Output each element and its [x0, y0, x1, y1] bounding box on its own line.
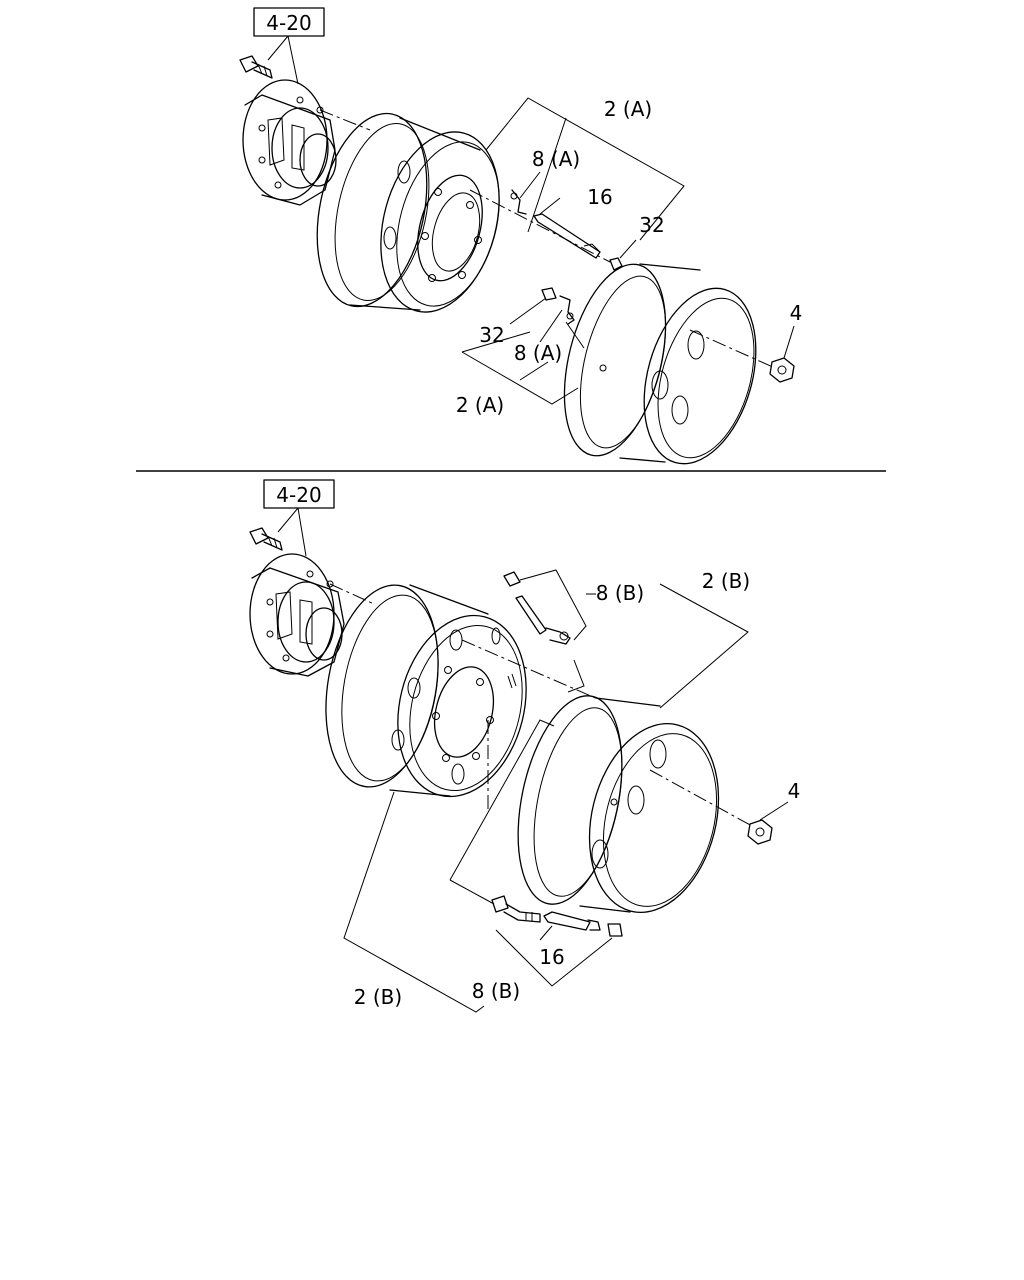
callout-valve-stem-a-right[interactable]: 8 (A) [532, 147, 580, 171]
extension-hose-bottom [543, 911, 601, 931]
callout-valve-stem-b-bottom[interactable]: 8 (B) [472, 979, 520, 1003]
callout-rim-assembly-b-top[interactable]: 2 (B) [702, 569, 750, 593]
ref-box-top-label: 4-20 [266, 11, 311, 35]
wheel-hub-top [242, 79, 337, 206]
callout-wheel-nut-bottom[interactable]: 4 [788, 779, 801, 803]
callout-rim-assembly-a-right[interactable]: 2 (A) [604, 97, 652, 121]
rim-outer-top [563, 263, 757, 465]
hub-bolt-bottom [249, 527, 283, 551]
rim-outer-bottom [517, 695, 720, 913]
ref-box-top[interactable]: 4-20 [253, 7, 325, 37]
valve-cap-top-left [541, 287, 557, 301]
valve-cap-top-right [609, 257, 623, 271]
callout-rim-assembly-b-bottom[interactable]: 2 (B) [354, 985, 402, 1009]
extension-hose-top [533, 213, 601, 259]
hub-bolt-top [239, 55, 273, 79]
wheel-nut-top [769, 357, 795, 383]
callout-valve-stem-a-left[interactable]: 8 (A) [514, 341, 562, 365]
ref-box-bottom[interactable]: 4-20 [263, 479, 335, 509]
callout-valve-stem-b-top[interactable]: 8 (B) [596, 581, 644, 605]
top-section: 4-20 [239, 7, 803, 465]
callout-extension-hose-top[interactable]: 16 [587, 185, 612, 209]
callout-valve-cap-top-left[interactable]: 32 [479, 323, 504, 347]
rim-inner-bottom [325, 584, 527, 798]
wheel-hub-bottom [249, 553, 345, 677]
bottom-section: 4-20 [249, 479, 801, 1013]
callout-wheel-nut-top[interactable]: 4 [790, 301, 803, 325]
callout-valve-cap-top-right[interactable]: 32 [639, 213, 664, 237]
valve-stem-b-bottom [491, 895, 541, 923]
valve-cap-bottom [607, 923, 623, 937]
valve-stem-top-right [510, 189, 527, 215]
valve-stem-b-top [503, 571, 571, 645]
wheel-nut-bottom [747, 819, 773, 845]
valve-stem-top-left [559, 295, 575, 325]
rim-inner-top [316, 112, 500, 313]
callout-extension-hose-bottom[interactable]: 16 [539, 945, 564, 969]
callout-rim-assembly-a-left[interactable]: 2 (A) [456, 393, 504, 417]
ref-box-bottom-label: 4-20 [276, 483, 321, 507]
